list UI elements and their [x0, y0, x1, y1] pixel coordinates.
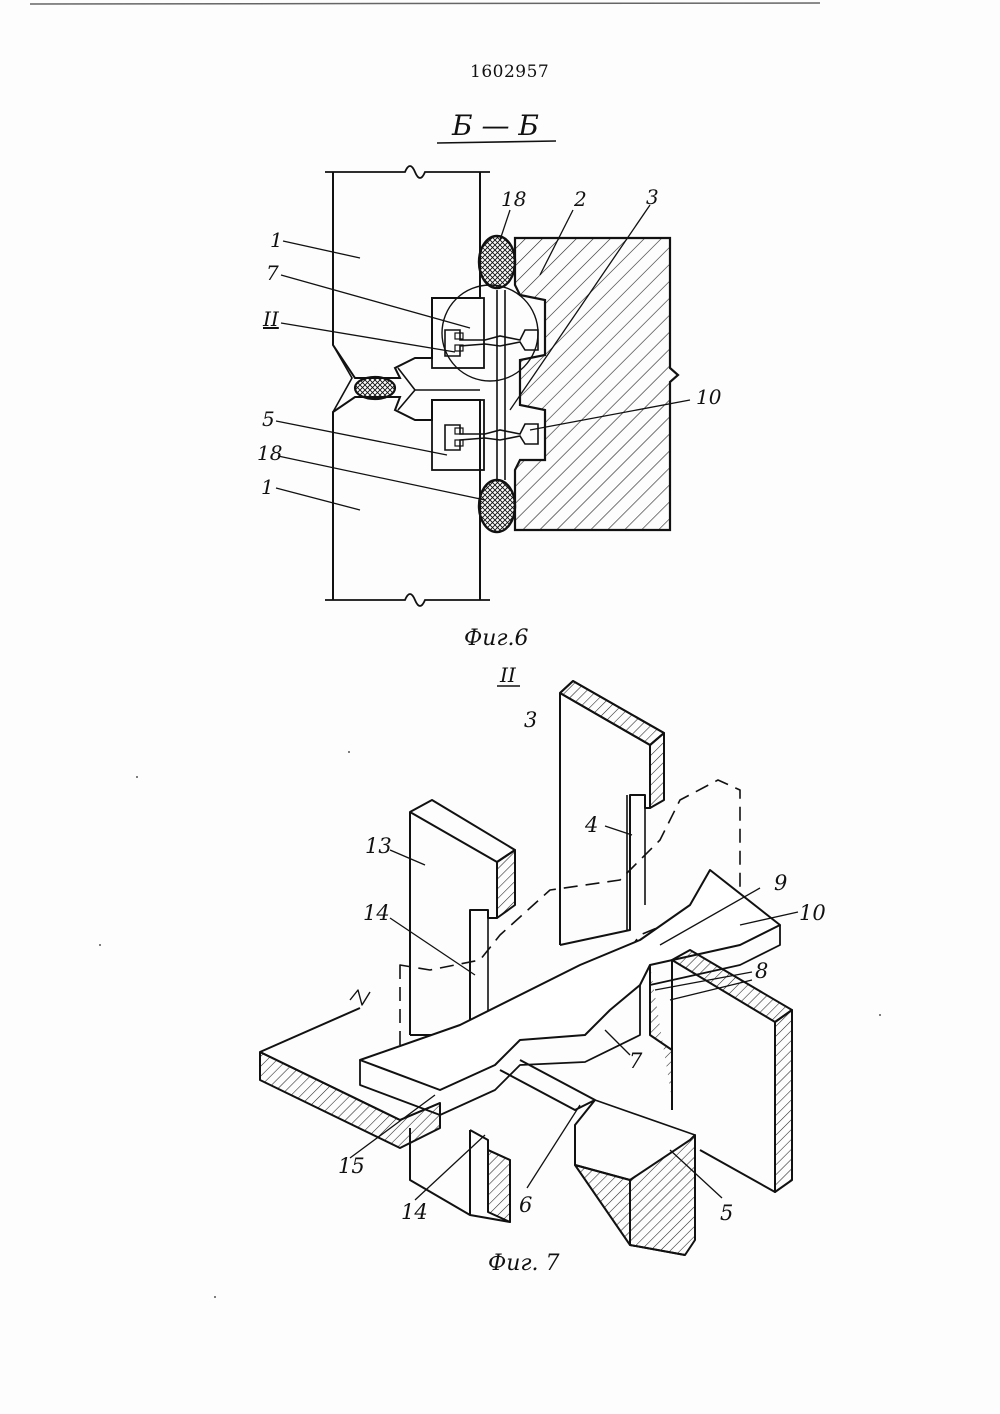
fig6-label-1-bottom: 1	[261, 475, 274, 499]
plate-3-body	[560, 745, 650, 945]
fig7-label-13: 13	[365, 834, 392, 858]
joint-channel	[398, 368, 480, 410]
panel-2	[515, 238, 678, 530]
fig7-label-7: 7	[629, 1049, 643, 1073]
connector-strip-3	[497, 290, 505, 480]
fig7-label-15: 15	[338, 1154, 365, 1178]
fig7-label-5: 5	[720, 1201, 733, 1225]
clip-lower-slot-2	[455, 440, 463, 446]
fig6-label-5: 5	[262, 407, 275, 431]
bracket-5-hatch	[575, 1135, 695, 1255]
fig6-label-18-top: 18	[501, 187, 526, 211]
fig6-label-II: II	[262, 307, 280, 331]
sealant-middle	[355, 377, 395, 399]
sealant-top	[479, 236, 515, 288]
fig7-label-4: 4	[584, 813, 598, 837]
break-symbol-bottom	[325, 594, 490, 606]
fig7-label-14-bottom: 14	[401, 1200, 428, 1224]
fig7-caption: Фиг. 7	[488, 1251, 560, 1276]
fig7-label-3: 3	[524, 708, 537, 732]
break-mark	[350, 990, 370, 1005]
sealant-bottom	[479, 480, 515, 532]
figure-7: II 3 4 13 14 9 10 8 7 15 14 6 5 Фиг. 7	[260, 663, 826, 1276]
plate-13-hatched-edge	[497, 850, 515, 918]
fig6-label-18-bottom: 18	[257, 441, 282, 465]
clip-upper	[445, 330, 538, 356]
fig6-label-7: 7	[266, 261, 279, 285]
page-top-rule	[30, 3, 820, 4]
fig7-label-14-top: 14	[363, 901, 390, 925]
fig6-label-10: 10	[696, 385, 722, 409]
fig6-label-3: 3	[646, 185, 659, 209]
wall-panel-upper-outline	[333, 172, 480, 378]
fig6-section-title: Б — Б	[451, 109, 539, 142]
fig6-label-1-top: 1	[270, 228, 283, 252]
figure-6: Б — Б 1 7 II 5 18 1 18 2 3 10 Фиг.6	[257, 109, 722, 651]
plate-3-top-hatch	[560, 681, 664, 745]
clip-lower-slot	[455, 428, 463, 434]
break-symbol-top	[325, 166, 490, 178]
fig7-detail-title: II	[499, 663, 517, 687]
fig6-label-2: 2	[573, 187, 587, 211]
insert-box-lower	[432, 400, 484, 470]
fig6-caption: Фиг.6	[464, 626, 529, 651]
plate-13-body	[410, 862, 497, 1035]
fig7-label-9: 9	[774, 871, 787, 895]
fig7-label-8: 8	[755, 959, 768, 983]
lower-piece-14-hatch	[488, 1150, 510, 1222]
plate-8-side	[775, 1010, 792, 1192]
clip-upper-slot	[455, 333, 463, 339]
fig7-label-10: 10	[799, 901, 826, 925]
fig7-label-6: 6	[519, 1193, 532, 1217]
